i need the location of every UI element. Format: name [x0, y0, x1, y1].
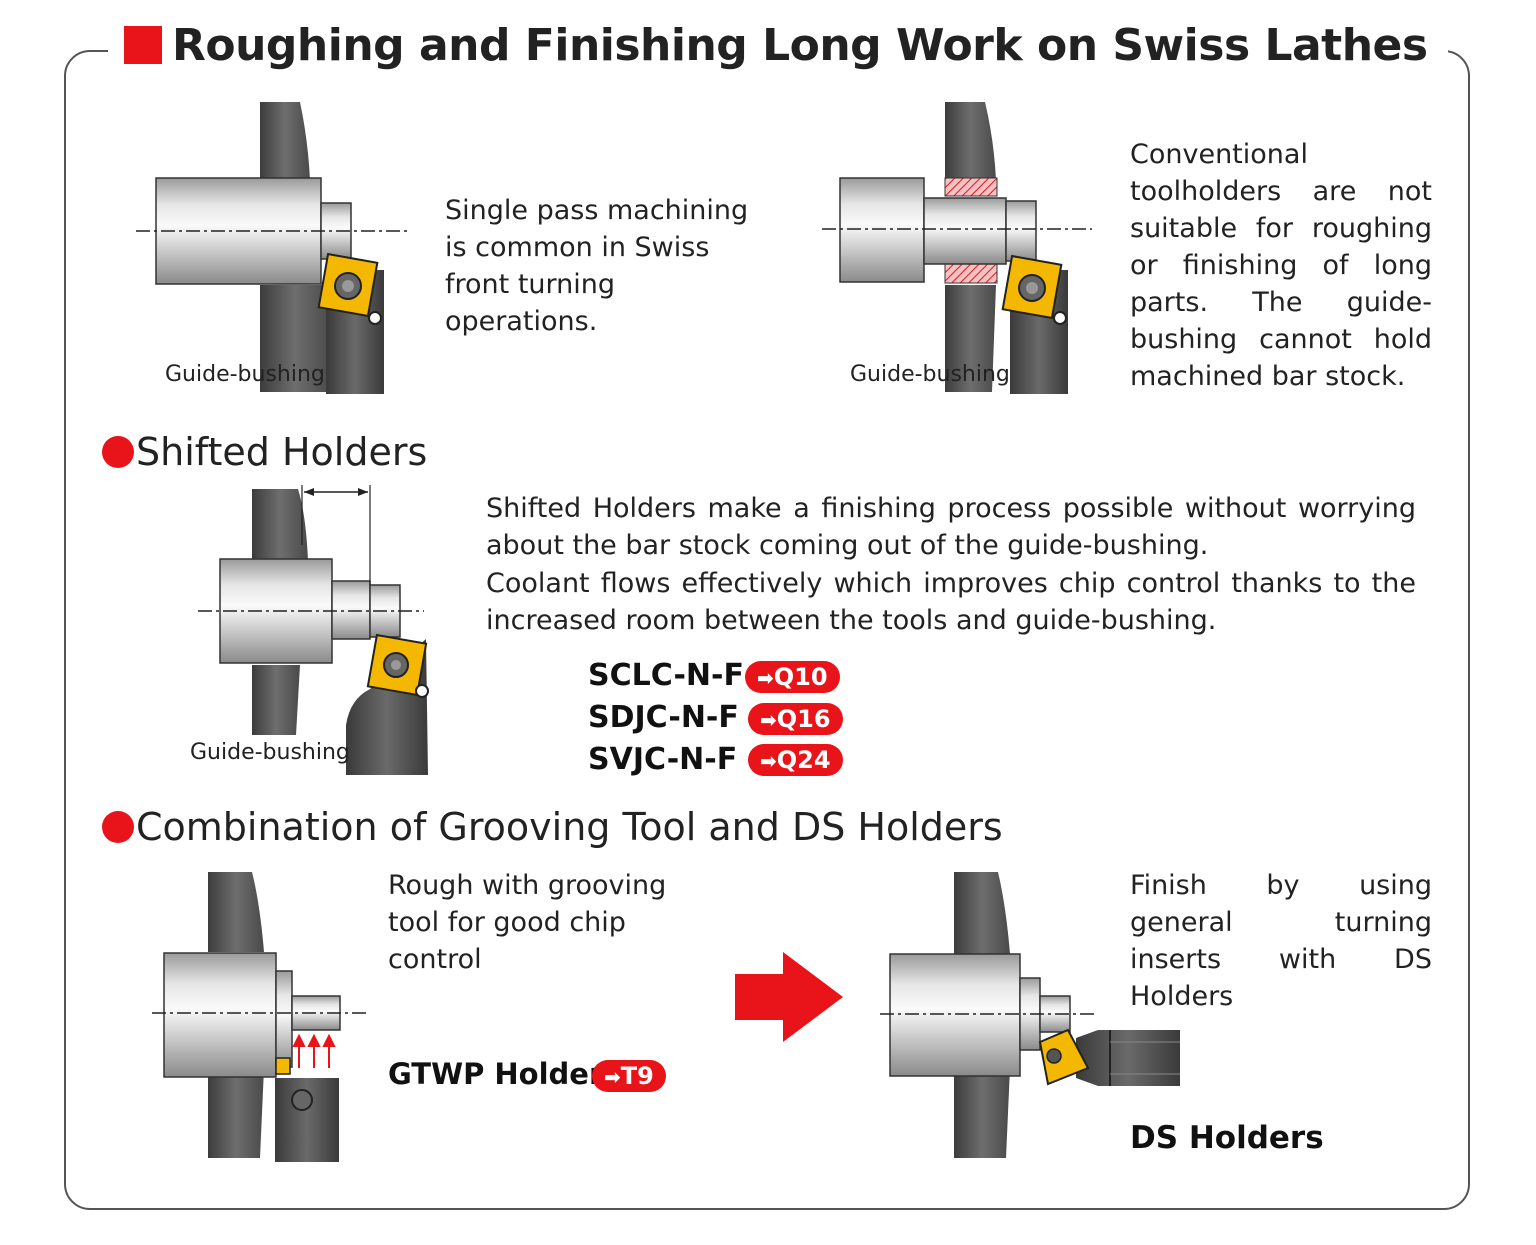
- ref-text: Q16: [776, 705, 831, 733]
- holder-code: SCLC-N-F: [588, 658, 744, 693]
- title-bar: Roughing and Finishing Long Work on Swis…: [108, 10, 1448, 80]
- page-ref-badge[interactable]: ➡Q24: [748, 744, 843, 776]
- diagram-single-pass: [136, 102, 410, 394]
- guide-bushing-label: Guide-bushing: [850, 362, 1010, 387]
- conventional-text: Conventional toolholders are not suitabl…: [1130, 139, 1432, 392]
- section-title: Shifted Holders: [136, 430, 428, 474]
- ref-text: T9: [620, 1062, 654, 1090]
- diagram-shifted: [198, 485, 429, 775]
- arrow-right-icon: ➡: [604, 1065, 621, 1089]
- finish-text: Finish by using general turning inserts …: [1130, 870, 1432, 1012]
- holder-code: SVJC-N-F: [588, 742, 738, 777]
- combination-heading: Combination of Grooving Tool and DS Hold…: [102, 805, 1003, 849]
- guide-bushing-label: Guide-bushing: [165, 362, 325, 387]
- bullet-icon: [102, 811, 134, 843]
- bullet-icon: [102, 436, 134, 468]
- shifted-holders-heading: Shifted Holders: [102, 430, 427, 474]
- gtwp-holders-label: GTWP Holders: [388, 1057, 621, 1091]
- shifted-text-2: Coolant flows effectively which improves…: [486, 568, 1416, 636]
- section-title: Combination of Grooving Tool and DS Hold…: [136, 805, 1003, 849]
- arrow-right-icon: ➡: [760, 708, 777, 732]
- guide-bushing-label: Guide-bushing: [190, 740, 350, 765]
- big-arrow-icon: [735, 952, 843, 1042]
- diagram-ds-holder: [880, 872, 1180, 1158]
- ref-text: Q24: [776, 746, 831, 774]
- ref-text: Q10: [773, 663, 828, 691]
- rough-text: Rough with grooving tool for good chip c…: [388, 870, 667, 975]
- page-ref-badge[interactable]: ➡Q10: [745, 661, 840, 693]
- arrow-right-icon: ➡: [760, 749, 777, 773]
- diagram-conventional: [822, 102, 1092, 394]
- arrow-right-icon: ➡: [757, 666, 774, 690]
- page-ref-badge[interactable]: ➡T9: [592, 1060, 666, 1092]
- shifted-text-1: Shifted Holders make a finishing process…: [486, 493, 1416, 561]
- holder-code: SDJC-N-F: [588, 700, 739, 735]
- title-square-icon: [124, 26, 162, 64]
- diagram-grooving: [152, 872, 368, 1162]
- single-pass-text: Single pass machining is common in Swiss…: [445, 195, 749, 337]
- page-ref-badge[interactable]: ➡Q16: [748, 703, 843, 735]
- ds-holders-label: DS Holders: [1130, 1120, 1324, 1156]
- page-title: Roughing and Finishing Long Work on Swis…: [172, 19, 1428, 71]
